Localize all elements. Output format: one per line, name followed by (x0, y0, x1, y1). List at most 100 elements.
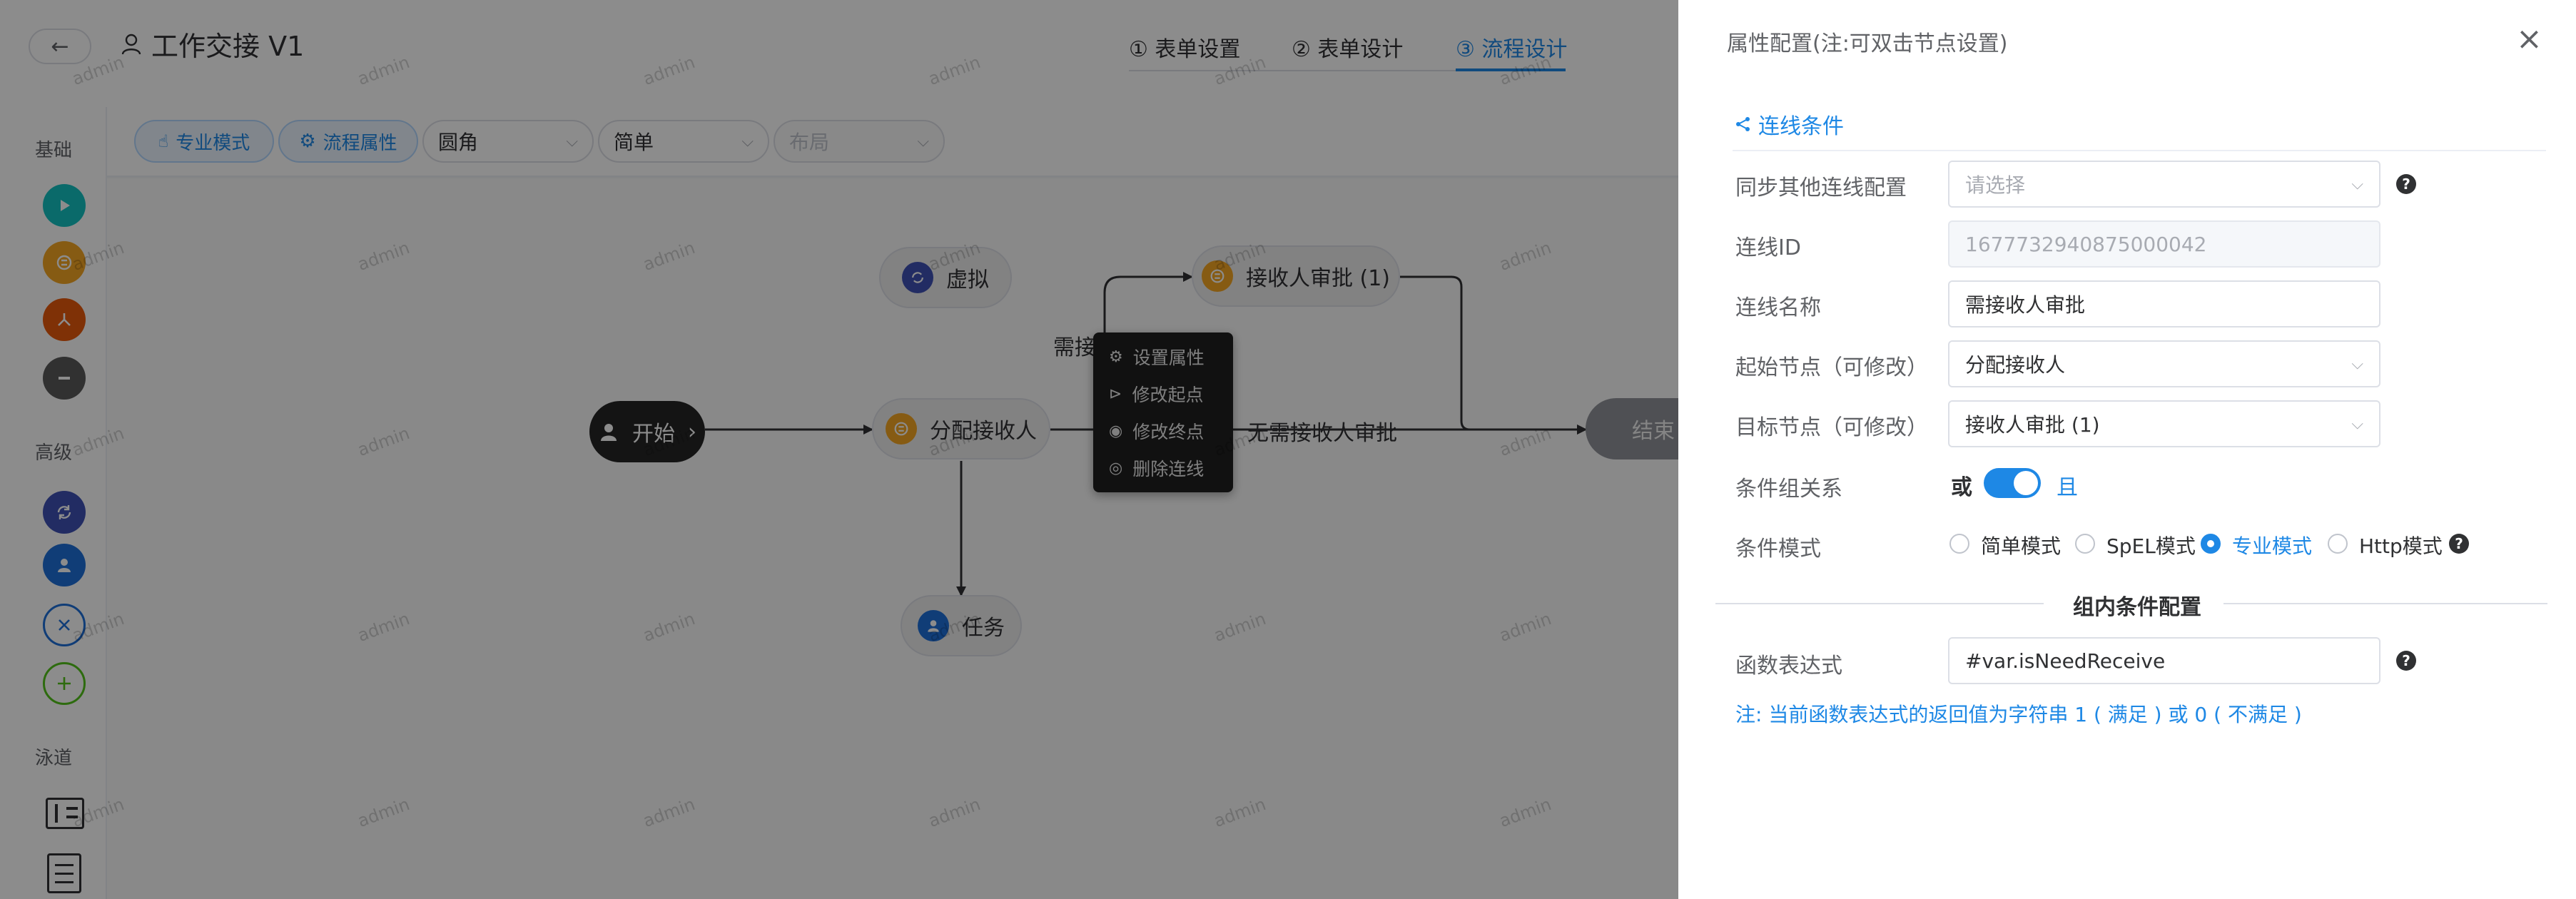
gear-icon: ⚙ (1109, 347, 1123, 366)
steps-active-underline (1456, 68, 1566, 71)
steps-underline (1129, 70, 1566, 71)
node-start[interactable]: 开始 › (589, 401, 705, 462)
target-icon: ◉ (1109, 422, 1123, 440)
condition-mode-label: 条件模式 (1735, 537, 1821, 562)
close-icon[interactable]: × (2516, 21, 2542, 57)
line-style-select[interactable]: 圆角 ⌵ (422, 120, 594, 163)
menu-item-label: 删除连线 (1132, 459, 1205, 479)
radio-spel-mode-label[interactable]: SpEL模式 (2106, 534, 2196, 558)
chevron-down-icon: ⌵ (741, 132, 754, 151)
divider-right (2223, 603, 2547, 604)
menu-item-label: 修改终点 (1132, 422, 1205, 442)
flow-properties-button[interactable]: ⚙ 流程属性 (278, 120, 418, 163)
help-icon[interactable]: ? (2396, 174, 2416, 194)
parallel-gateway-icon[interactable] (43, 662, 86, 705)
radio-http-mode[interactable] (2328, 534, 2348, 554)
end-node-icon[interactable] (43, 357, 86, 400)
gateway-icon[interactable] (43, 298, 86, 341)
menu-item-label: 设置属性 (1132, 347, 1205, 368)
group-condition-title: 组内条件配置 (2073, 595, 2201, 620)
target-node-select[interactable]: 接收人审批 (1) ⌵ (1948, 400, 2380, 447)
user-icon (121, 34, 141, 54)
source-node-label: 起始节点（可修改） (1735, 355, 1928, 380)
arrow-start-icon: ⊳ (1109, 385, 1122, 403)
radio-pro-mode-label[interactable]: 专业模式 (2232, 534, 2313, 558)
exclusive-gateway-icon[interactable] (43, 604, 86, 646)
chevron-down-icon: ⌵ (917, 132, 929, 151)
back-button[interactable]: ← (29, 29, 91, 64)
line-style-value: 圆角 (438, 131, 479, 154)
node-task-label: 任务 (962, 616, 1005, 641)
pro-mode-label: 专业模式 (176, 132, 250, 154)
tab-edge-conditions[interactable]: 连线条件 (1735, 108, 1844, 140)
start-node-icon[interactable] (43, 184, 86, 227)
palette-section-advanced: 高级 (34, 442, 72, 464)
source-node-select[interactable]: 分配接收人 ⌵ (1948, 340, 2380, 387)
help-icon[interactable]: ? (2396, 651, 2416, 671)
theme-select[interactable]: 简单 ⌵ (598, 120, 769, 163)
edge-label-need[interactable]: 需接 (1053, 335, 1096, 360)
page-title-wrap: 工作交接 V1 (121, 24, 304, 64)
node-start-label: 开始 (632, 422, 675, 447)
menu-item-change-source[interactable]: ⊳ 修改起点 (1093, 375, 1233, 412)
hand-icon: ☝ (158, 131, 169, 151)
node-virtual[interactable]: 虚拟 (879, 247, 1012, 308)
edge-name-label: 连线名称 (1735, 295, 1821, 320)
eye-off-icon: ◎ (1109, 459, 1123, 477)
sync-config-placeholder: 请选择 (1965, 173, 2026, 197)
menu-item-label: 修改起点 (1132, 385, 1204, 405)
flow-edges (705, 272, 1587, 596)
edge-id-label: 连线ID (1735, 235, 1801, 260)
page-header (0, 0, 1678, 107)
edge-approve-end (1400, 275, 1587, 435)
node-receiver-approval[interactable]: 接收人审批 (1) (1192, 245, 1400, 307)
lane-vertical-icon[interactable] (47, 853, 81, 893)
tab-underline (1733, 150, 2546, 151)
node-assign-label: 分配接收人 (930, 419, 1037, 444)
chevron-down-icon: ⌵ (566, 132, 578, 151)
step-form-settings[interactable]: ① 表单设置 (1129, 37, 1241, 62)
expression-input[interactable]: #var.isNeedReceive (1948, 637, 2380, 684)
lane-horizontal-icon[interactable] (46, 798, 84, 829)
edge-label-no-need[interactable]: 无需接收人审批 (1247, 421, 1397, 446)
step-form-design[interactable]: ② 表单设计 (1292, 37, 1404, 62)
relation-switch[interactable] (1984, 468, 2041, 498)
edge-name-input[interactable]: 需接收人审批 (1948, 280, 2380, 327)
chevron-right-icon: › (688, 419, 696, 445)
group-relation-label: 条件组关系 (1735, 477, 1842, 502)
edge-id-value: 1677732940875000042 (1965, 232, 2207, 256)
radio-simple-mode[interactable] (1949, 534, 1969, 554)
user-task-icon[interactable] (43, 241, 86, 284)
radio-http-mode-label[interactable]: Http模式 (2359, 534, 2443, 558)
radio-spel-mode[interactable] (2075, 534, 2095, 554)
relation-or-label: 或 (1951, 475, 1972, 500)
menu-item-set-properties[interactable]: ⚙ 设置属性 (1093, 338, 1233, 375)
user-task-icon (1201, 260, 1233, 292)
step-flow-design[interactable]: ③ 流程设计 (1456, 37, 1568, 62)
expression-label: 函数表达式 (1735, 654, 1842, 679)
menu-item-change-target[interactable]: ◉ 修改终点 (1093, 412, 1233, 450)
radio-simple-mode-label[interactable]: 简单模式 (1981, 534, 2062, 558)
sync-config-label: 同步其他连线配置 (1735, 176, 1907, 200)
radio-pro-mode[interactable] (2201, 534, 2221, 554)
palette-section-basic: 基础 (34, 140, 72, 161)
pro-mode-button[interactable]: ☝ 专业模式 (134, 120, 274, 163)
sync-config-select[interactable]: 请选择 ⌵ (1948, 161, 2380, 208)
edge-id-field: 1677732940875000042 (1948, 220, 2380, 268)
layout-value: 布局 (789, 131, 830, 154)
help-icon[interactable]: ? (2449, 534, 2469, 554)
node-end[interactable]: 结束 (1586, 398, 1678, 459)
menu-item-delete-edge[interactable]: ◎ 删除连线 (1093, 450, 1233, 487)
node-task[interactable]: 任务 (901, 595, 1022, 656)
edge-assign-approve (1050, 272, 1193, 431)
task-node-icon[interactable] (43, 544, 86, 586)
layout-select: 布局 ⌵ (774, 120, 945, 163)
node-end-label: 结束 (1632, 419, 1675, 444)
chevron-down-icon: ⌵ (2351, 415, 2363, 433)
user-icon (601, 424, 617, 441)
target-node-label: 目标节点（可修改） (1735, 415, 1928, 440)
tab-edge-conditions-label: 连线条件 (1758, 114, 1844, 139)
node-assign-receiver[interactable]: 分配接收人 (872, 398, 1050, 459)
virtual-node-icon[interactable] (43, 491, 86, 534)
target-node-value: 接收人审批 (1) (1965, 413, 2100, 437)
